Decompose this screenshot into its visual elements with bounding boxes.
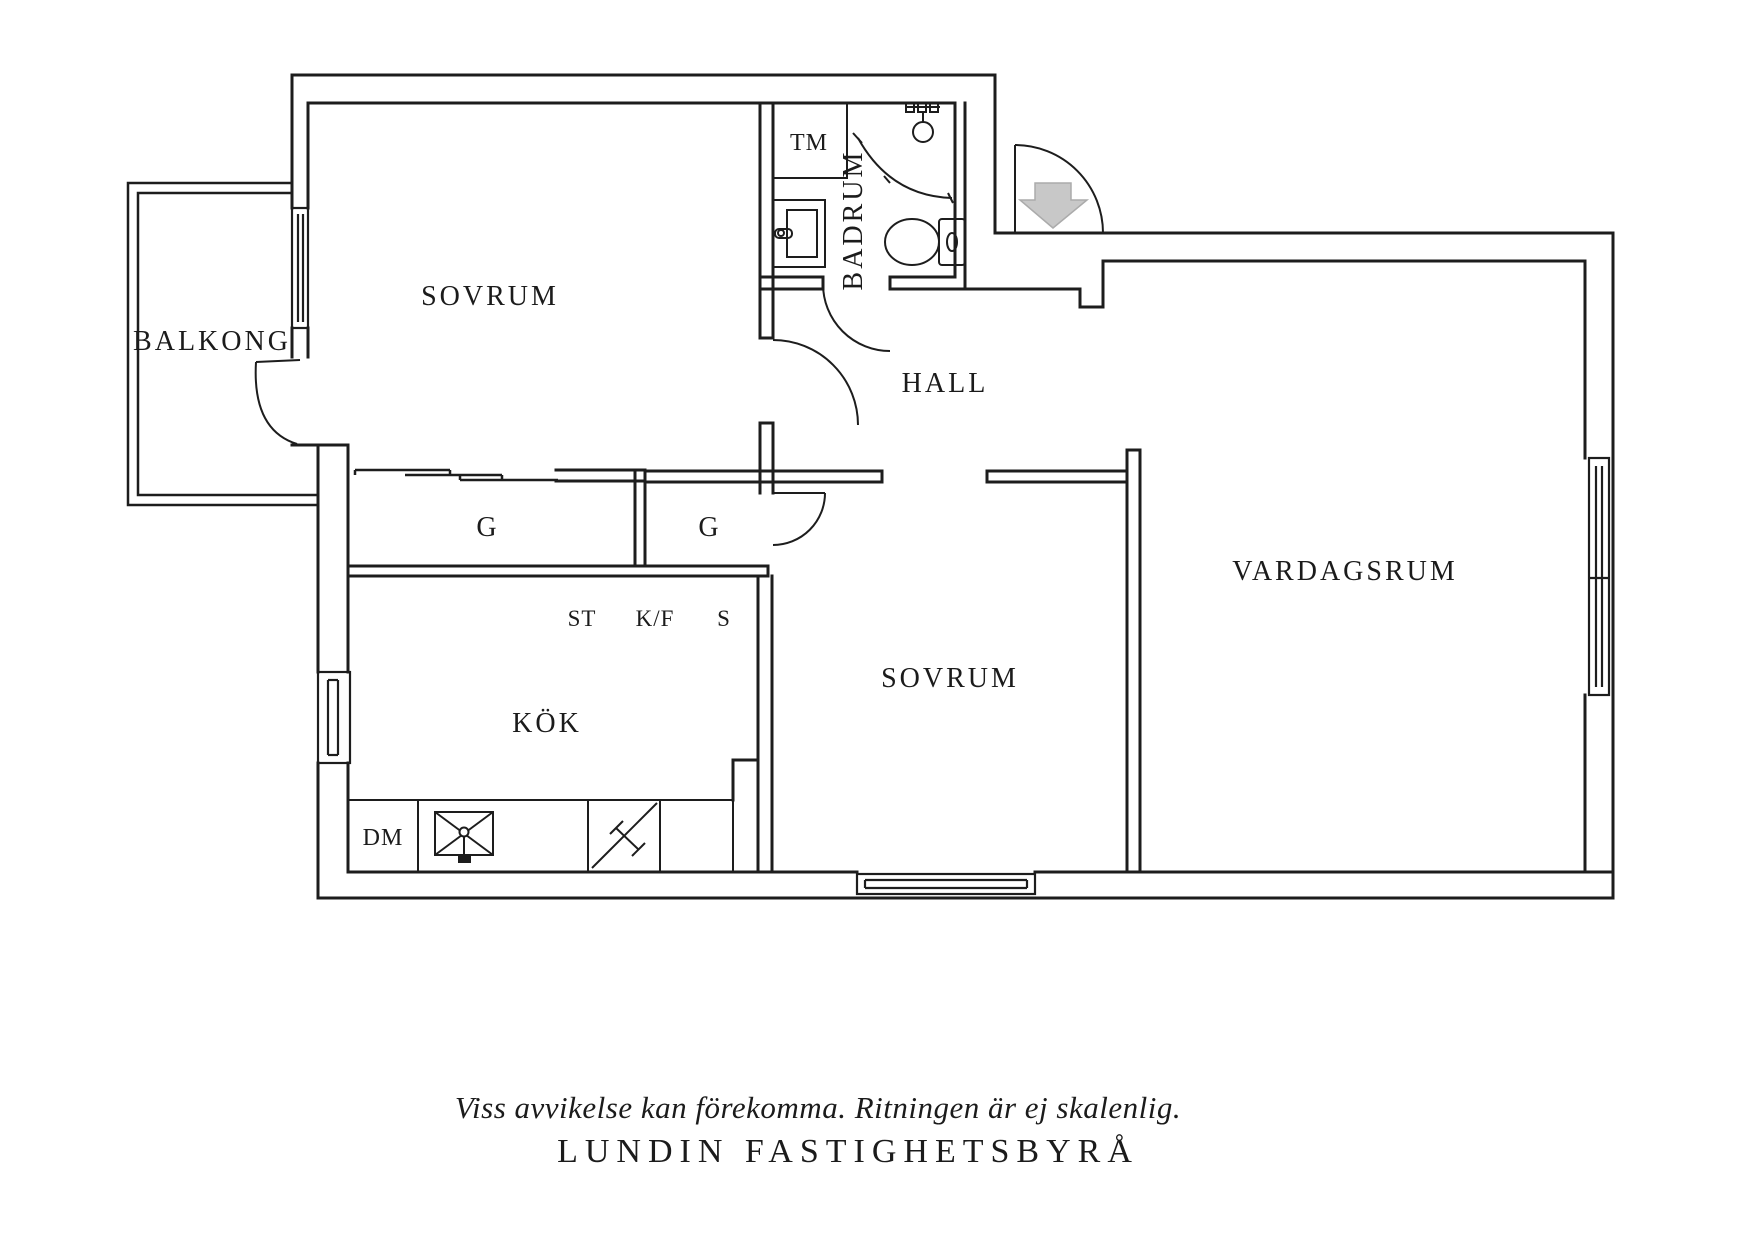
label-dishwasher: DM xyxy=(363,825,404,851)
label-wardrobe-s: S xyxy=(717,606,731,631)
hall-closet-door xyxy=(772,492,826,546)
room-label-kitchen: KÖK xyxy=(512,708,582,739)
washing-machine-icon xyxy=(772,102,848,179)
room-label-bathroom: BADRUM xyxy=(838,150,869,291)
balcony-outline xyxy=(126,181,320,507)
label-fridge-freezer: K/F xyxy=(636,606,675,631)
fixtures xyxy=(348,102,966,872)
label-washing-machine: TM xyxy=(790,130,828,156)
label-pantry: ST xyxy=(568,606,597,631)
room-label-bedroom1: SOVRUM xyxy=(421,281,559,312)
balcony-door xyxy=(254,359,301,445)
toilet-icon xyxy=(884,218,966,266)
entry-door xyxy=(1014,144,1104,234)
sliding-closet-doors xyxy=(353,468,558,482)
shower-icon xyxy=(852,102,954,204)
footer-disclaimer: Viss avvikelse kan förekomma. Ritningen … xyxy=(455,1090,1181,1125)
kitchen-sink-icon xyxy=(434,811,494,863)
windows xyxy=(290,206,1611,896)
closet-label-g2: G xyxy=(698,512,721,543)
walls xyxy=(290,73,1615,900)
stove-icon xyxy=(591,802,658,869)
kitchen-counter xyxy=(348,799,734,872)
footer-brand: LUNDIN FASTIGHETSBYRÅ xyxy=(557,1133,1139,1170)
closet-label-g1: G xyxy=(476,512,499,543)
room-label-balcony: BALKONG xyxy=(133,326,291,357)
room-label-livingroom: VARDAGSRUM xyxy=(1232,556,1458,587)
room-label-hall: HALL xyxy=(902,368,989,399)
entry-arrow-icon xyxy=(1017,182,1090,229)
bathroom-door xyxy=(822,283,891,352)
bedroom1-door xyxy=(772,339,859,426)
bathroom-sink-icon xyxy=(772,199,826,268)
room-label-bedroom2: SOVRUM xyxy=(881,663,1019,694)
doors xyxy=(254,144,1104,546)
